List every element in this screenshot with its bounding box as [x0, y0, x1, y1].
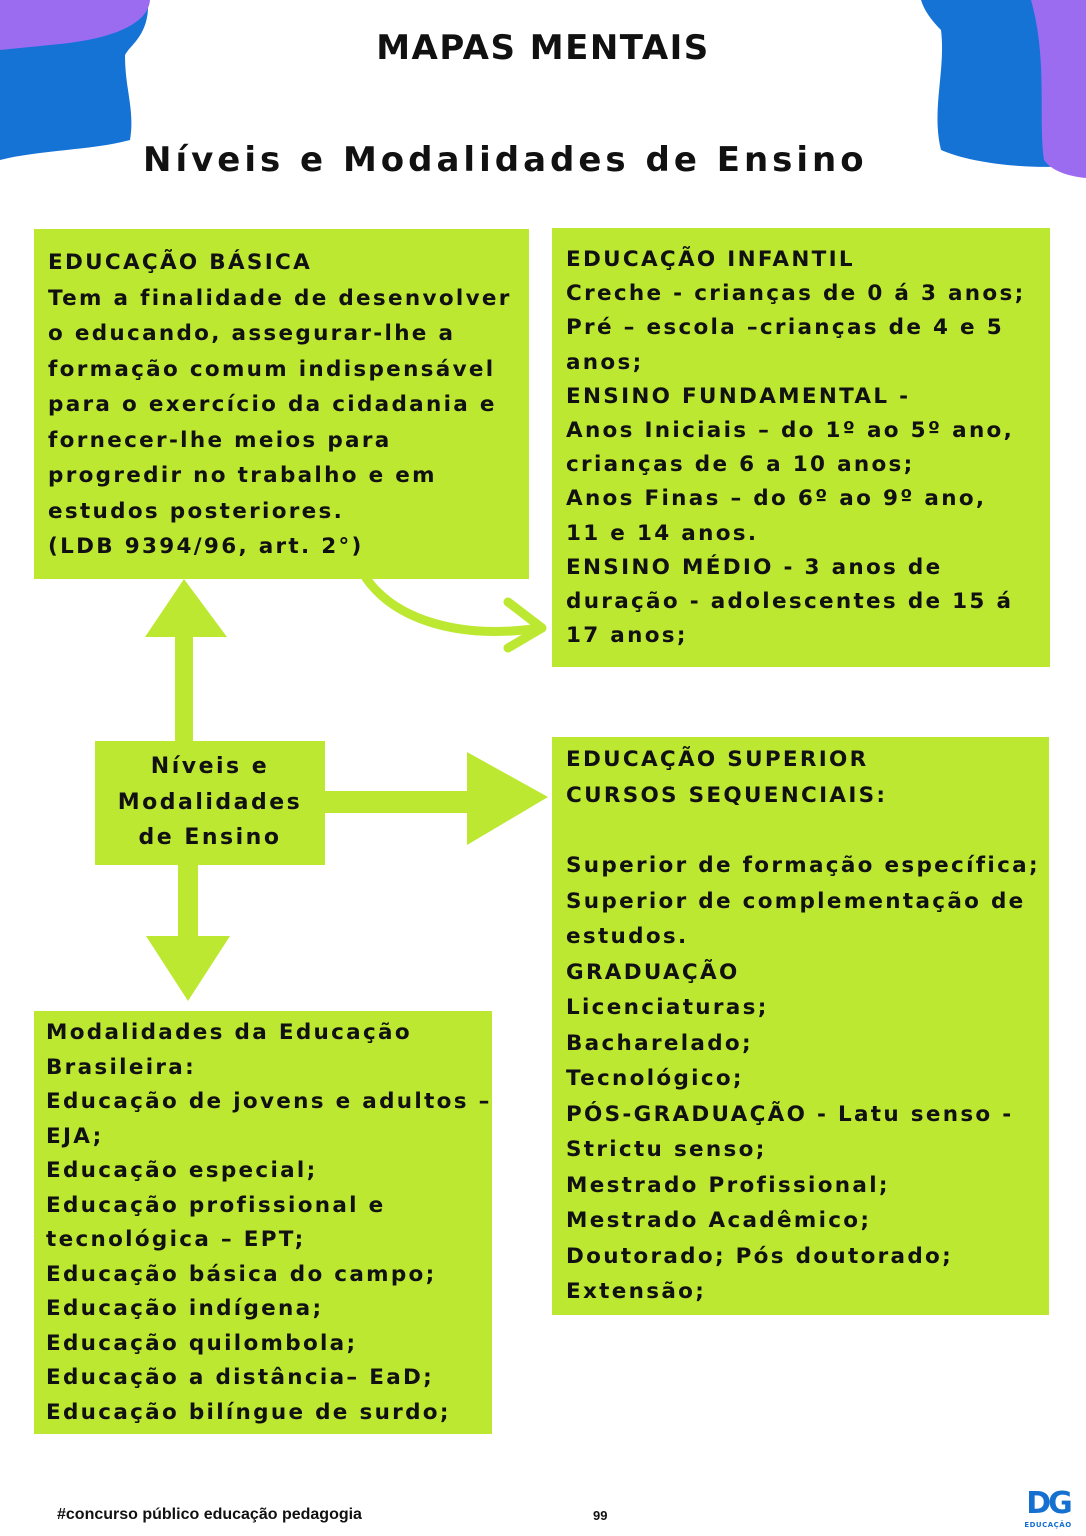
box-educacao-infantil: EDUCAÇÃO INFANTIL Creche - crianças de 0…	[552, 228, 1050, 667]
box-line: Brasileira:	[46, 1054, 196, 1080]
box-line: Educação indígena;	[46, 1296, 324, 1321]
page-header-title: MAPAS MENTAIS	[376, 28, 710, 68]
logo-subtext: EDUCAÇÃO	[1024, 1521, 1072, 1529]
box-line: Tem a finalidade de desenvolver	[48, 285, 512, 311]
box-line: Bacharelado;	[566, 1030, 753, 1056]
box-line: Tecnológico;	[566, 1066, 744, 1091]
box-line: Creche - crianças de 0 á 3 anos;	[566, 281, 1026, 307]
box-line: tecnológica – EPT;	[46, 1227, 306, 1252]
box-line: PÓS-GRADUAÇÃO - Latu senso -	[566, 1101, 1014, 1127]
box-line: 11 e 14 anos.	[566, 520, 759, 546]
box-spacer	[566, 813, 1049, 848]
box-line: Educação especial;	[46, 1158, 318, 1183]
box-line: Anos Iniciais – do 1º ao 5º ano,	[566, 418, 1015, 444]
box-heading-line: EDUCAÇÃO SUPERIOR	[566, 747, 869, 772]
box-line: Modalidades da Educação	[46, 1020, 412, 1045]
box-line: Educação básica do campo;	[46, 1261, 437, 1287]
brand-logo: DG EDUCAÇÃO	[1018, 1486, 1078, 1532]
box-line: Educação quilombola;	[46, 1330, 358, 1356]
box-line: estudos.	[566, 924, 689, 949]
box-line: Educação bilíngue de surdo;	[46, 1399, 451, 1425]
box-heading-line: CURSOS SEQUENCIAIS:	[566, 782, 888, 808]
box-line: progredir no trabalho e em	[48, 463, 437, 488]
center-line: Modalidades	[117, 789, 303, 815]
box-line: Superior de formação específica;	[566, 853, 1040, 878]
box-line: Licenciaturas;	[566, 995, 769, 1020]
box-line: EJA;	[46, 1123, 104, 1149]
box-line: 17 anos;	[566, 623, 688, 649]
box-line: Extensão;	[566, 1279, 707, 1304]
decorative-corner-top-right	[921, 0, 1086, 178]
logo-letters: DG	[1026, 1486, 1073, 1521]
decorative-corner-top-left	[0, 0, 150, 160]
box-line: ENSINO MÉDIO - 3 anos de	[566, 554, 943, 580]
box-line: Anos Finas – do 6º ao 9º ano,	[566, 486, 987, 512]
center-line: de Ensino	[138, 825, 282, 850]
box-line: Educação a distância– EaD;	[46, 1365, 435, 1390]
box-line: anos;	[566, 349, 644, 375]
box-line: Educação de jovens e adultos –	[46, 1089, 492, 1114]
arrow-down-head	[146, 936, 230, 1001]
box-line: Mestrado Profissional;	[566, 1172, 890, 1198]
arrow-right-head	[467, 752, 548, 845]
box-line: ENSINO FUNDAMENTAL -	[566, 383, 911, 409]
box-line: estudos posteriores.	[48, 498, 345, 524]
box-line: Pré – escola –crianças de 4 e 5	[566, 315, 1004, 341]
box-educacao-superior: EDUCAÇÃO SUPERIOR CURSOS SEQUENCIAIS: Su…	[552, 737, 1049, 1315]
arrow-up-head	[145, 579, 227, 637]
footer-hashtag: #concurso público educação pedagogia	[57, 1506, 362, 1523]
box-line: duração - adolescentes de 15 á	[566, 589, 1014, 615]
arrow-curved	[361, 573, 545, 636]
box-line: fornecer-lhe meios para	[48, 427, 392, 453]
arrow-down-shaft	[178, 862, 198, 940]
box-center-node: Níveis e Modalidades de Ensino	[95, 741, 325, 865]
box-line: formação comum indispensável	[48, 356, 496, 382]
box-line: Doutorado; Pós doutorado;	[566, 1243, 954, 1269]
page-number: 99	[593, 1508, 608, 1523]
box-line: para o exercício da cidadania e	[48, 392, 497, 417]
box-educacao-basica: EDUCAÇÃO BÁSICA Tem a finalidade de dese…	[34, 229, 529, 579]
box-line: Superior de complementação de	[566, 888, 1026, 914]
box-line: EDUCAÇÃO BÁSICA	[48, 250, 313, 275]
box-line: o educando, assegurar-lhe a	[48, 321, 456, 346]
box-line: GRADUAÇÃO	[566, 959, 740, 985]
box-line: EDUCAÇÃO INFANTIL	[566, 247, 855, 272]
box-line: Educação profissional e	[46, 1192, 386, 1218]
arrow-up-shaft	[175, 632, 193, 744]
arrow-right-shaft	[322, 791, 470, 813]
box-line: (LDB 9394/96, art. 2°)	[48, 534, 364, 559]
box-line: Mestrado Acadêmico;	[566, 1208, 872, 1233]
box-line: crianças de 6 a 10 anos;	[566, 452, 915, 478]
center-line: Níveis e	[150, 754, 270, 779]
box-line: Strictu senso;	[566, 1137, 767, 1162]
box-modalidades: Modalidades da Educação Brasileira: Educ…	[34, 1011, 492, 1434]
arrow-curved-head	[503, 597, 547, 653]
page-subtitle: Níveis e Modalidades de Ensino	[143, 140, 868, 180]
